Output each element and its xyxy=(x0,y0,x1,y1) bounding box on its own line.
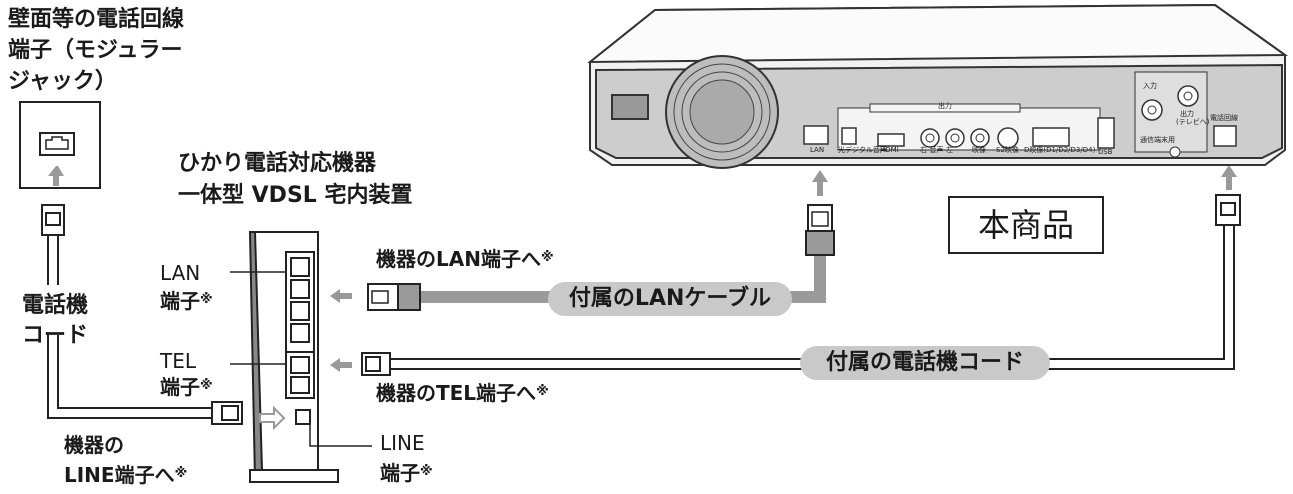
tel-port-label: TEL xyxy=(160,349,196,373)
wall-jack-label-3: ジャック） xyxy=(8,69,117,94)
phone-cord-left xyxy=(41,204,243,425)
to-device-line-label-1: 機器の xyxy=(64,433,124,457)
arrow-into-line-icon xyxy=(259,405,286,431)
panel-dvideo-label: D映像(D1/D2/D3/D4) xyxy=(1024,145,1096,154)
panel-output-tv-sub: (テレビへ) xyxy=(1176,117,1210,126)
panel-video-label: 映像 xyxy=(972,145,986,154)
lan-port-sub: 端子※ xyxy=(160,289,213,313)
up-arrow-lan-icon xyxy=(812,170,828,196)
panel-audio-label: 右-音声-左 xyxy=(920,145,953,154)
wall-jack-label-1: 壁面等の電話回線 xyxy=(8,7,185,32)
arrow-into-tel-icon xyxy=(330,358,352,372)
up-arrow-wall-icon xyxy=(48,166,64,186)
to-device-lan-label: 機器のLAN端子へ※ xyxy=(376,247,554,271)
to-device-tel-label: 機器のTEL端子へ※ xyxy=(376,381,549,405)
panel-output-group: 出力 xyxy=(938,101,952,110)
line-port-sub: 端子※ xyxy=(380,461,433,485)
arrow-into-lan-icon xyxy=(330,289,352,303)
vdsl-device xyxy=(248,231,339,484)
panel-phone-line-label: 電話回線 xyxy=(1210,113,1238,122)
up-arrow-phone-icon xyxy=(1221,165,1237,190)
vdsl-title-2: 一体型 VDSL 宅内装置 xyxy=(178,183,413,208)
panel-optical-label: 光デジタル音声 xyxy=(838,145,887,154)
panel-ground-label: 通信端末用 xyxy=(1140,135,1175,144)
line-port-label: LINE xyxy=(380,431,425,455)
phone-cord-label: 付属の電話機コード xyxy=(800,346,1050,380)
phone-cord-left-label-2: コード xyxy=(22,323,89,348)
phone-cord-left-label-1: 電話機 xyxy=(22,293,89,318)
panel-hdmi-label: HDMI xyxy=(880,146,899,154)
lan-port-label: LAN xyxy=(160,261,201,285)
lan-cable-label: 付属のLANケーブル xyxy=(548,282,792,316)
vdsl-title-1: ひかり電話対応機器 xyxy=(178,151,377,176)
panel-lan-label: LAN xyxy=(810,146,824,154)
leader-lines xyxy=(230,271,372,447)
phone-cord-right xyxy=(361,194,1241,376)
wall-jack-label-2: 端子（モジュラー xyxy=(8,38,183,63)
panel-output-tv-label: 出力 xyxy=(1180,109,1194,118)
panel-usb-label: USB xyxy=(1098,148,1113,156)
panel-input-label: 入力 xyxy=(1143,81,1157,90)
product-device xyxy=(587,3,1289,169)
product-label: 本商品 xyxy=(948,196,1104,254)
panel-s2video-label: S2映像 xyxy=(996,145,1019,154)
tel-port-sub: 端子※ xyxy=(160,375,213,399)
to-device-line-label-2: LINE端子へ※ xyxy=(64,463,188,487)
